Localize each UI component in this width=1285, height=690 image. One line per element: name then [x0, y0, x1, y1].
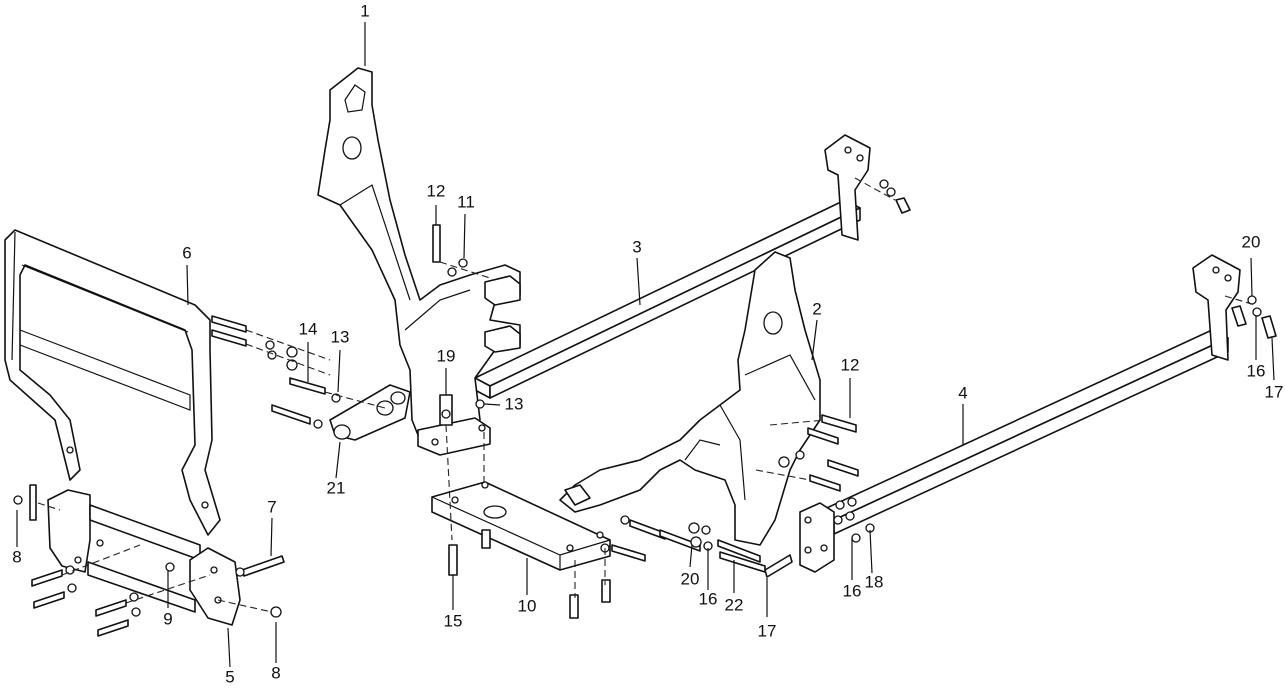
callout-12a: 12	[427, 181, 446, 200]
callout-17a: 17	[758, 621, 777, 640]
callout-16b: 16	[843, 581, 862, 600]
callout-21: 21	[327, 478, 346, 497]
callout-2: 2	[812, 299, 821, 318]
callout-9: 9	[163, 609, 172, 628]
callout-17b: 17	[1265, 382, 1284, 401]
callout-15: 15	[444, 611, 463, 630]
callout-19: 19	[437, 346, 456, 365]
leader-lines	[16, 22, 1275, 668]
callout-7: 7	[267, 497, 276, 516]
callout-8a: 8	[12, 547, 21, 566]
callout-10: 10	[518, 596, 537, 615]
callout-18: 18	[865, 572, 884, 591]
part-21-bushing-arm	[329, 384, 411, 441]
callout-6: 6	[182, 243, 191, 262]
callout-20b: 20	[1242, 232, 1261, 251]
callout-20a: 20	[681, 569, 700, 588]
part-1-side-frame	[317, 67, 521, 456]
callout-13a: 13	[331, 327, 350, 346]
callout-4: 4	[958, 383, 967, 402]
callout-8b: 8	[271, 663, 280, 682]
bolt-hardware	[13, 224, 875, 637]
callout-labels: 1 2 3 4 5 6 7 8 8 9 10 11 12 12 13 13 14…	[12, 1, 1283, 686]
part-2-side-frame	[559, 251, 821, 546]
part-3-cross-tube	[474, 134, 911, 399]
part-4-cross-tube	[799, 254, 1277, 573]
callout-16c: 16	[1247, 361, 1266, 380]
callout-13b: 13	[505, 394, 524, 413]
part-10-mount-plate	[431, 481, 611, 571]
callout-22: 22	[725, 595, 744, 614]
part-6-bumper-guard	[4, 229, 221, 536]
callout-5: 5	[225, 667, 234, 686]
callout-3: 3	[632, 237, 641, 256]
callout-16a: 16	[699, 589, 718, 608]
callout-11: 11	[457, 192, 475, 211]
callout-14: 14	[299, 319, 318, 338]
callout-1: 1	[360, 1, 369, 20]
callout-12b: 12	[841, 355, 860, 374]
